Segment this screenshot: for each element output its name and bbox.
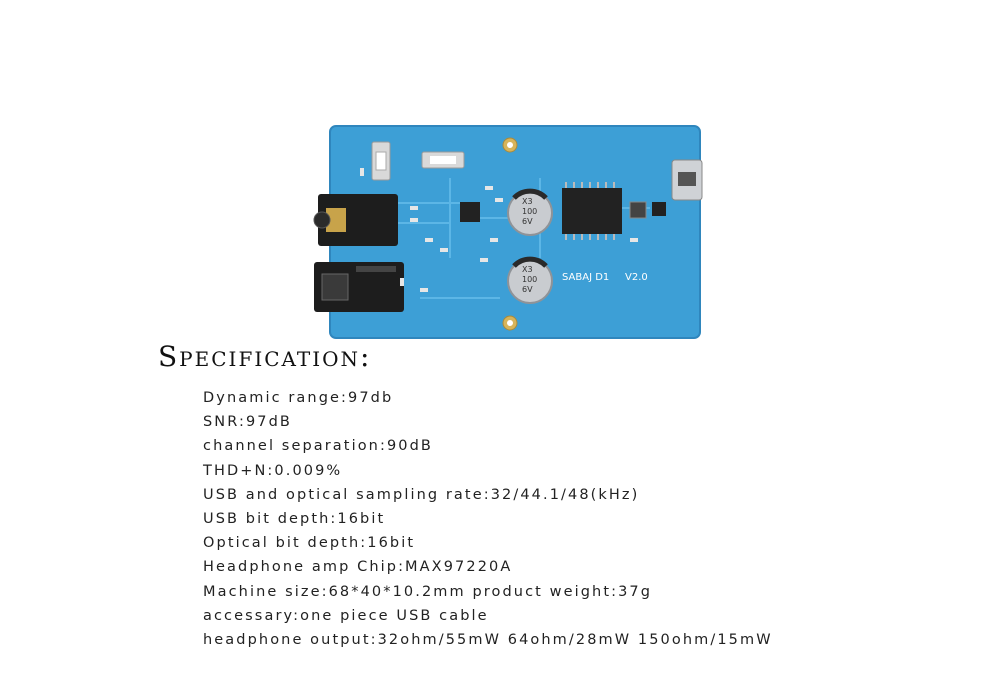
silkscreen-model: SABAJ D1 bbox=[562, 272, 609, 283]
spec-item: Headphone amp Chip:MAX97220A bbox=[203, 559, 513, 576]
spec-title: Specification: bbox=[158, 340, 372, 373]
spec-item: USB bit depth:16bit bbox=[203, 510, 386, 527]
cap-label: 100 bbox=[522, 207, 537, 216]
cap-label: X3 bbox=[522, 197, 533, 206]
amp-chip bbox=[460, 202, 480, 222]
spec-item: accessary:one piece USB cable bbox=[203, 607, 489, 624]
spec-item: Dynamic range:97db bbox=[203, 390, 394, 406]
cap-label: 6V bbox=[522, 285, 533, 294]
cap-label: 6V bbox=[522, 217, 533, 226]
sensor-chip bbox=[629, 201, 647, 219]
spec-item: Machine size:68*40*10.2mm product weight… bbox=[203, 583, 653, 600]
audio-jack-headphone bbox=[318, 194, 398, 246]
silkscreen-version: V2.0 bbox=[625, 272, 648, 283]
spec-item: SNR:97dB bbox=[203, 414, 292, 431]
spec-item: USB and optical sampling rate:32/44.1/48… bbox=[203, 486, 640, 503]
smd-components bbox=[360, 168, 638, 292]
spec-item: channel separation:90dB bbox=[203, 438, 433, 455]
spec-item: headphone output:32ohm/55mW 64ohm/28mW 1… bbox=[203, 631, 773, 648]
spec-item: THD+N:0.009% bbox=[203, 462, 343, 479]
dac-chip bbox=[562, 182, 622, 240]
spec-list: Dynamic range:97db SNR:97dB channel sepa… bbox=[203, 386, 773, 652]
cap-label: 100 bbox=[522, 275, 537, 284]
spec-item: Optical bit depth:16bit bbox=[203, 535, 416, 552]
cap-label: X3 bbox=[522, 265, 533, 274]
product-image-pcb: 100 6V X3 100 6V X3 SABAJ D1 V bbox=[300, 118, 710, 348]
